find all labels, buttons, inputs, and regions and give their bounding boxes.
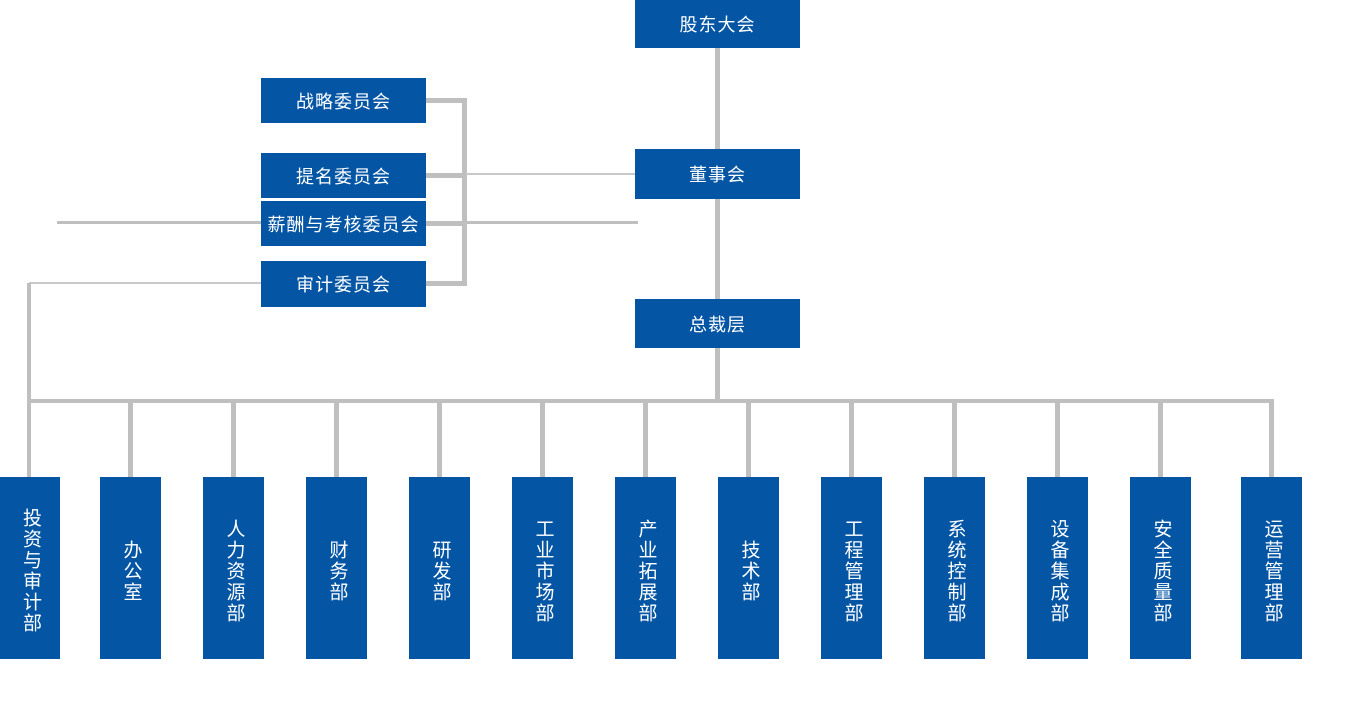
connector-drop-7	[746, 399, 751, 477]
connector-drop-8	[849, 399, 854, 477]
node-label: 工业市场部	[532, 518, 554, 624]
connector-committees-to-board	[466, 173, 636, 175]
connector-compensation-right	[466, 221, 638, 224]
node-department-office[interactable]: 办公室	[100, 477, 161, 659]
node-label: 董事会	[689, 165, 746, 185]
connector-drop-4	[437, 399, 442, 477]
node-label: 战略委员会	[296, 91, 391, 112]
connector-committee-stub-2	[424, 173, 464, 178]
node-label: 工程管理部	[841, 518, 863, 624]
node-department-equipment-integration[interactable]: 设备集成部	[1027, 477, 1088, 659]
node-label: 产业拓展部	[635, 518, 657, 624]
connector-drop-9	[952, 399, 957, 477]
node-department-technology[interactable]: 技术部	[718, 477, 779, 659]
connector-drop-2	[231, 399, 236, 477]
node-department-engineering-management[interactable]: 工程管理部	[821, 477, 882, 659]
node-department-industrial-market[interactable]: 工业市场部	[512, 477, 573, 659]
connector-committee-trunk	[462, 98, 467, 286]
connector-drop-1	[128, 399, 133, 477]
node-label: 提名委员会	[296, 166, 391, 187]
node-shareholders-meeting[interactable]: 股东大会	[635, 0, 800, 48]
node-department-system-control[interactable]: 系统控制部	[924, 477, 985, 659]
node-department-finance[interactable]: 财务部	[306, 477, 367, 659]
node-label: 办公室	[120, 539, 142, 603]
node-committee-audit[interactable]: 审计委员会	[261, 261, 426, 307]
connector-drop-6	[643, 399, 648, 477]
node-department-investment-audit[interactable]: 投资与审计部	[0, 477, 60, 659]
connector-department-bus	[27, 399, 1273, 403]
connector-committee-stub-3	[424, 221, 464, 226]
node-president-level[interactable]: 总裁层	[635, 299, 800, 348]
connector-drop-3	[334, 399, 339, 477]
node-label: 人力资源部	[223, 518, 245, 624]
node-label: 财务部	[326, 539, 348, 603]
node-label: 安全质量部	[1150, 518, 1172, 624]
node-label: 运营管理部	[1261, 518, 1283, 624]
connector-audit-down	[27, 283, 31, 477]
node-label: 总裁层	[689, 314, 746, 335]
node-department-safety-quality[interactable]: 安全质量部	[1130, 477, 1191, 659]
connector-drop-5	[540, 399, 545, 477]
node-department-human-resources[interactable]: 人力资源部	[203, 477, 264, 659]
connector-audit-left	[29, 282, 262, 284]
connector-drop-11	[1158, 399, 1163, 477]
connector-committee-stub-1	[424, 98, 464, 103]
connector-drop-10	[1055, 399, 1060, 477]
connector-committee-stub-4	[424, 281, 464, 286]
node-label: 审计委员会	[296, 275, 391, 295]
node-label: 投资与审计部	[19, 508, 41, 634]
connector-board-president	[715, 198, 720, 300]
node-committee-compensation[interactable]: 薪酬与考核委员会	[261, 201, 426, 246]
node-label: 设备集成部	[1047, 518, 1069, 624]
node-committee-nomination[interactable]: 提名委员会	[261, 153, 426, 198]
connector-compensation-left	[57, 221, 262, 224]
node-board-of-directors[interactable]: 董事会	[635, 149, 800, 199]
node-label: 研发部	[429, 539, 451, 603]
node-label: 薪酬与考核委员会	[267, 214, 420, 235]
node-department-research-development[interactable]: 研发部	[409, 477, 470, 659]
connector-shareholders-board	[715, 48, 720, 151]
connector-president-bus	[715, 347, 720, 402]
node-department-operations-management[interactable]: 运营管理部	[1241, 477, 1302, 659]
node-label: 技术部	[738, 539, 760, 603]
node-label: 股东大会	[679, 15, 756, 35]
connector-drop-12	[1269, 399, 1274, 477]
node-department-industry-expansion[interactable]: 产业拓展部	[615, 477, 676, 659]
node-committee-strategy[interactable]: 战略委员会	[261, 78, 426, 123]
node-label: 系统控制部	[944, 518, 966, 624]
